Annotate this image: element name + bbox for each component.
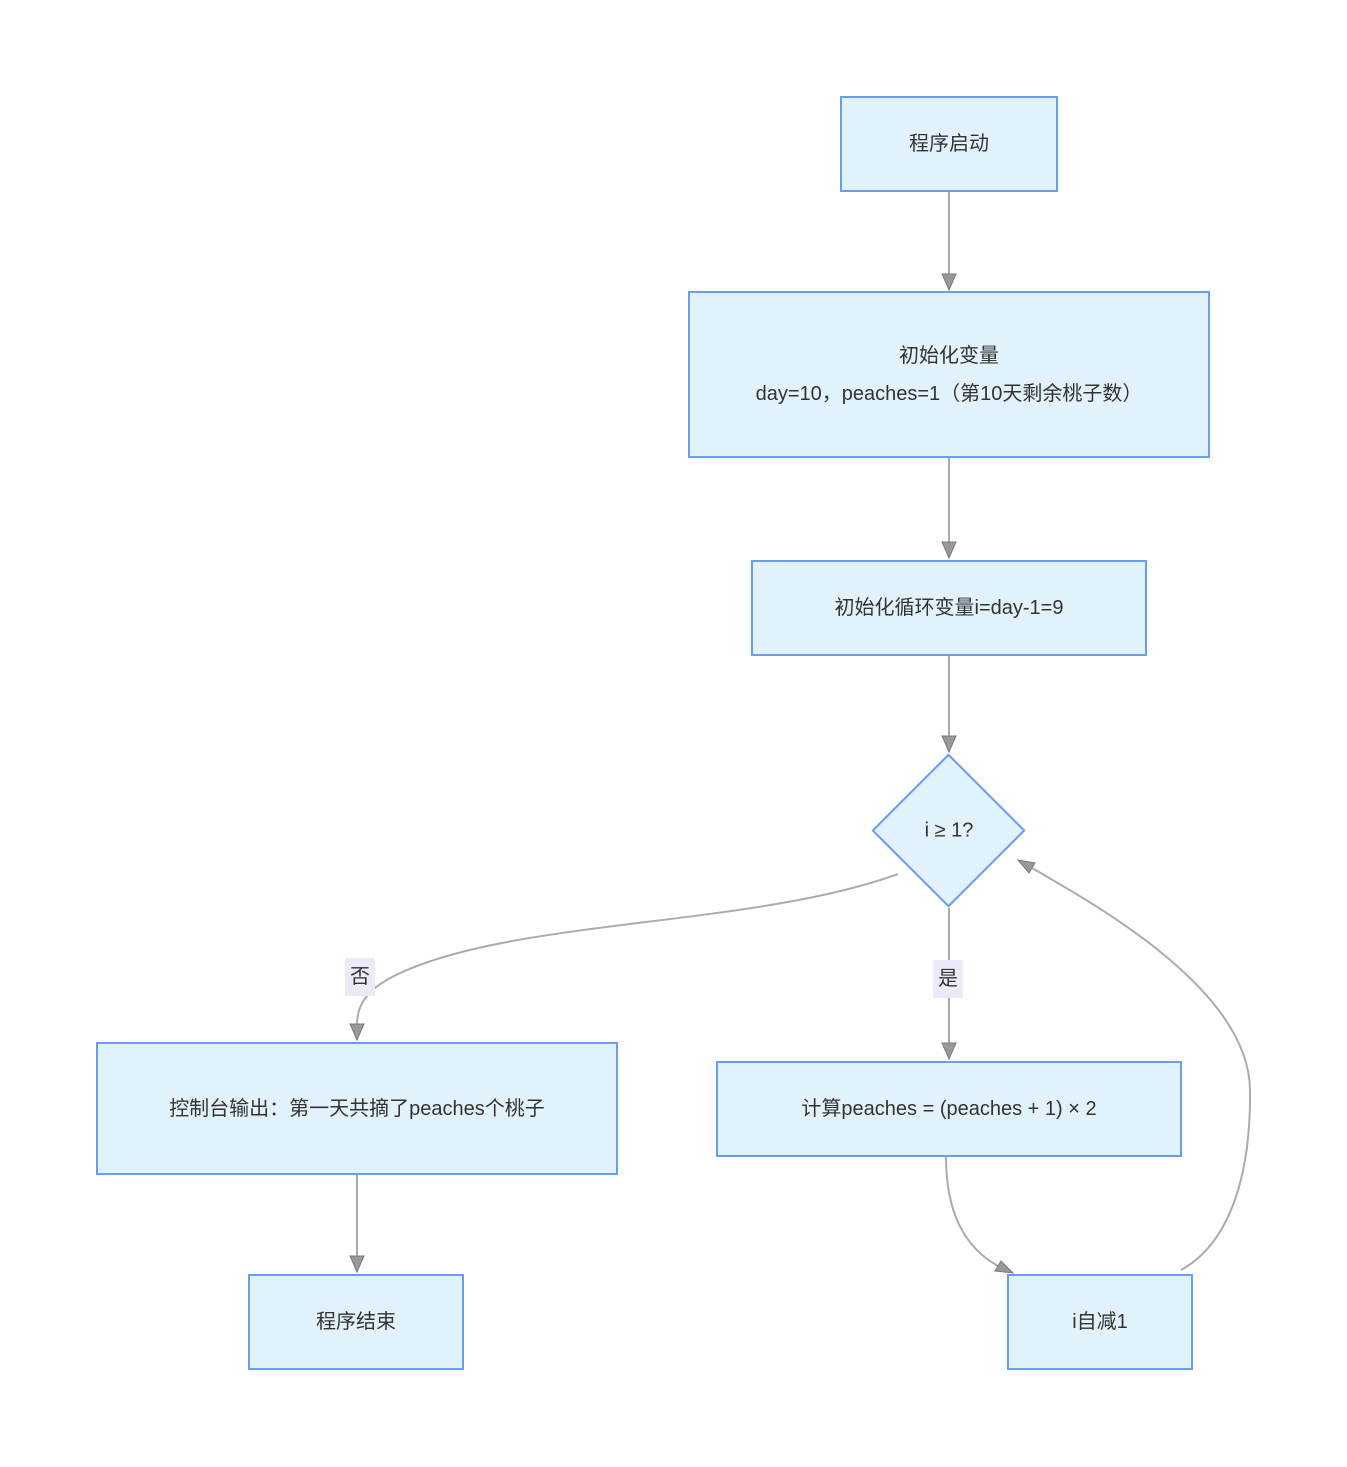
arrowhead-start-init (941, 273, 957, 292)
node-calc-peaches-label: 计算peaches = (peaches + 1) × 2 (801, 1098, 1097, 1120)
edge-decrement-decision (1031, 867, 1252, 1271)
node-init-variables-label: 初始化变量 day=10，peaches=1（第10天剩余桃子数） (755, 344, 1143, 405)
edge-label-no: 否 (345, 958, 375, 996)
node-decrement-i: i自减1 (1007, 1274, 1193, 1370)
node-console-output: 控制台输出：第一天共摘了peaches个桃子 (96, 1042, 618, 1175)
arrowhead-decrement-decision (1016, 859, 1036, 874)
node-calc-peaches: 计算peaches = (peaches + 1) × 2 (716, 1061, 1182, 1157)
arrowhead-output-end (349, 1255, 365, 1274)
decision-diamond-label: i ≥ 1? (924, 819, 974, 842)
edge-calc-decrement (945, 1156, 999, 1267)
edge-label-yes: 是 (933, 960, 963, 998)
node-program-end-label: 程序结束 (316, 1311, 396, 1333)
node-init-loop-variable-label: 初始化循环变量i=day-1=9 (834, 597, 1064, 619)
arrowhead-initloop-decision (941, 735, 957, 754)
node-init-loop-variable: 初始化循环变量i=day-1=9 (751, 560, 1147, 656)
edge-decision-output (356, 873, 899, 1025)
node-init-variables: 初始化变量 day=10，peaches=1（第10天剩余桃子数） (688, 291, 1210, 458)
node-console-output-label: 控制台输出：第一天共摘了peaches个桃子 (169, 1097, 545, 1120)
node-decrement-i-label: i自减1 (1072, 1311, 1128, 1333)
node-program-start: 程序启动 (840, 96, 1058, 192)
node-program-start-label: 程序启动 (909, 133, 989, 155)
arrowhead-calc-decrement (994, 1260, 1015, 1274)
node-program-end: 程序结束 (248, 1274, 464, 1370)
arrowhead-decision-calc (941, 1042, 957, 1061)
arrowhead-decision-output (349, 1023, 365, 1042)
arrowhead-init-initloop (941, 541, 957, 560)
